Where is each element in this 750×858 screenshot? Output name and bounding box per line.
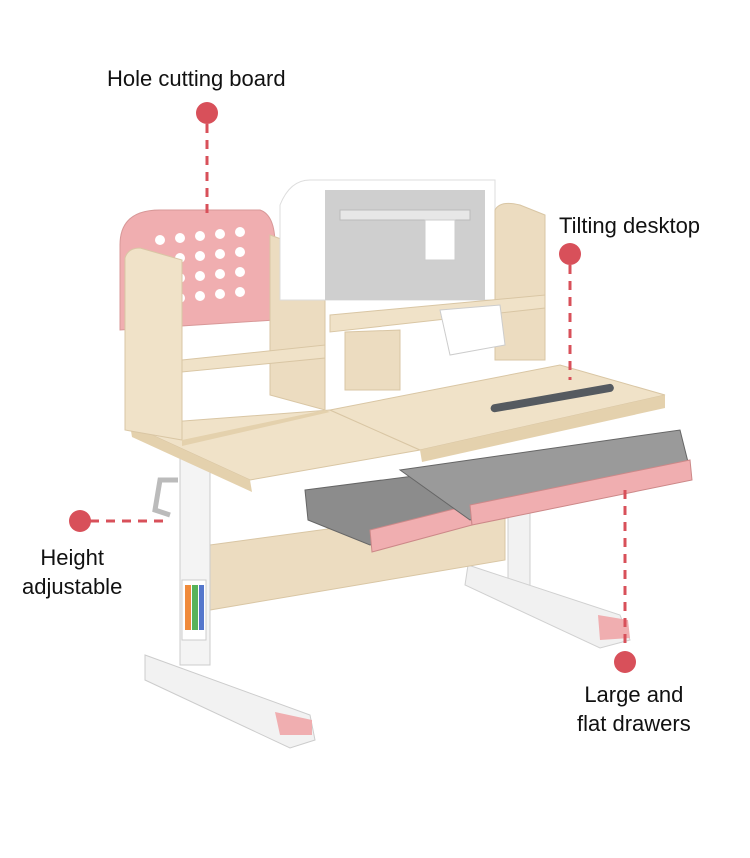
drawers [304, 429, 693, 553]
callout-tilting-desktop: Tilting desktop [559, 213, 701, 238]
callout-hole-board: Hole cutting board [107, 66, 286, 91]
callout-height-line1: Height [40, 545, 104, 570]
marker-dot-board [196, 102, 218, 124]
marker-dot-drawers [614, 651, 636, 673]
callout-height-line2: adjustable [22, 574, 123, 599]
right-shelf [329, 202, 546, 391]
crank-handle [152, 477, 178, 518]
callout-drawers-line2: flat drawers [577, 711, 691, 736]
marker-dot-tilting [559, 243, 581, 265]
felt-board [279, 179, 496, 301]
callout-large-drawers: Large and flat drawers [577, 680, 691, 738]
callout-drawers-line1: Large and [584, 682, 684, 707]
marker-dot-height [69, 510, 91, 532]
right-leg [464, 499, 631, 649]
callout-height-adjustable: Height adjustable [22, 543, 122, 601]
